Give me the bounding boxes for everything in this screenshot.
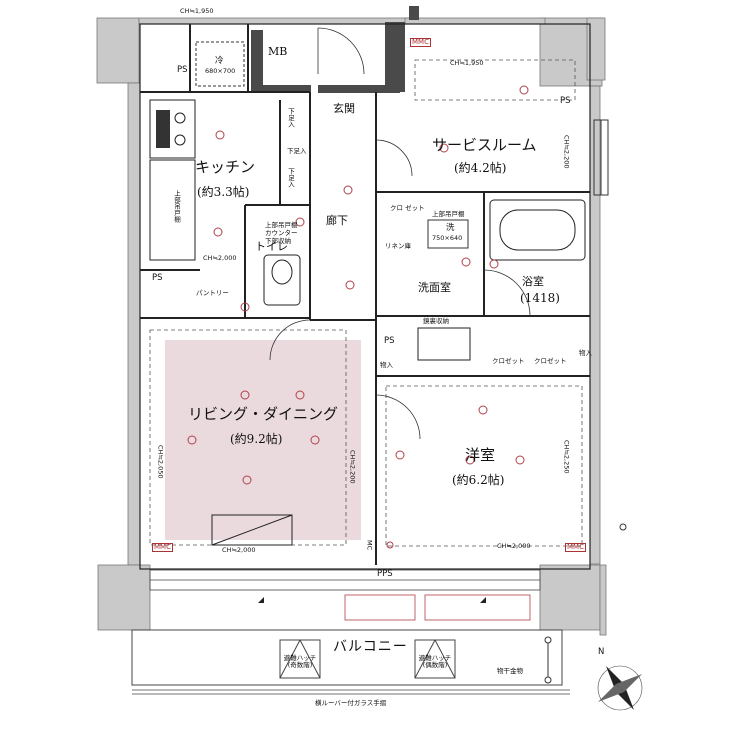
ch-top-left: CH≒1,950 [180,7,214,15]
louver-rail-label: 横ルーバー付ガラス手摺 [315,699,387,707]
washroom-name: 洗面室 [418,281,451,294]
ch-top-right: CH≒1,950 [450,59,484,67]
toilet-storage-2: カウンター [265,229,298,237]
ps-label-3: PS [560,96,571,106]
washer-size: 750×640 [432,234,463,242]
balcony-name: バルコニー [333,639,408,655]
door-swings [269,27,531,440]
western-room-name: 洋室 [465,446,496,464]
entrance-name: 玄関 [333,102,355,115]
living-dining-area: (約9.2帖) [230,432,283,446]
kitchen-counter [149,99,196,261]
structural-walls [96,17,607,636]
drying-hardware-label: 物干金物 [497,667,523,675]
fridge-size: 680×700 [205,67,236,75]
kitchen-area: (約3.3帖) [197,185,250,199]
windows [149,569,541,621]
interior-walls [139,23,591,570]
shoe-box-label-3: 下足入 [286,168,295,188]
kitchen-name: キッチン [195,158,256,176]
upper-cabinet-vertical: 上部吊戸棚 [172,190,181,223]
balcony [131,629,570,695]
toilet-storage-1: 上部吊戸棚 [265,221,298,229]
living-dining-name: リビング・ダイニング [188,405,339,423]
service-room-name: サービスルーム [432,136,537,154]
bathroom-name: 浴室 [522,275,544,288]
ch-kitchen: CH≒2,000 [203,254,237,262]
ch-ld-left: CH≒2,050 [156,445,165,479]
ps-label-1: PS [177,65,188,75]
bathtub [489,199,586,261]
ch-service-right: CH≒2,200 [562,135,571,169]
fridge-label: 冷 [215,56,224,66]
mb-label: MB [268,45,288,58]
pps-label: PPS [377,569,393,579]
hatch-even-label: 避難ハッチ (偶数階) [418,654,452,669]
storage-label-1: 物入 [579,349,592,357]
electrical-symbols [187,85,529,549]
washer-label: 洗 [446,223,455,233]
closet-label-1: クロゼット [492,357,525,365]
shoe-box-label-1: 下足入 [286,108,295,128]
drying-hardware [544,636,552,684]
living-dining-area [165,340,361,540]
linen-label: リネン庫 [385,242,411,250]
ch-ld-mid: CH≒2,200 [348,450,357,484]
ch-ld-bottom: CH≒2,000 [222,546,256,554]
mmc-label-1: MMC [410,38,431,47]
fridge-space [195,41,245,87]
hatch-odd-label: 避難ハッチ (奇数階) [283,654,317,669]
compass [597,665,643,711]
shoe-box-label-2: 下足入 [287,147,307,155]
bathroom-size: (1418) [520,291,560,305]
toilet-fixture [263,254,301,306]
mmc-label-2: MMC [152,543,173,552]
mc-label: MC [365,540,374,551]
toilet-storage-3: 下部収納 [265,237,291,245]
ceiling-lines [149,59,583,547]
right-window [593,119,609,196]
ch-western-bottom: CH≒2,000 [497,542,531,550]
closet-label-small: クロ ゼット [390,204,425,212]
ps-label-4: PS [384,336,395,346]
storage-label-2: 物入 [380,361,393,369]
toilet-name: トイレ [255,240,288,253]
western-room-area: (約6.2帖) [452,473,505,487]
ch-western-right: CH≒2,250 [562,440,571,474]
mirror-storage-label: 鏡裏収納 [423,317,449,325]
pantry-label: パントリー [196,289,229,297]
ld-counter [211,514,293,546]
pipe-walls [251,6,419,93]
service-room-area: (約4.2帖) [454,161,507,175]
compass-north: N [598,647,605,657]
mmc-label-3: MMC [565,543,586,552]
sill-markers [258,597,486,603]
hallway-name: 廊下 [326,214,348,227]
site-marker [619,523,627,531]
upper-cabinet-label: 上部吊戸棚 [432,210,465,218]
ps-label-2: PS [152,273,163,283]
wash-basin [417,327,471,361]
closet-label-2: クロゼット [534,357,567,365]
washer-space [427,219,469,249]
